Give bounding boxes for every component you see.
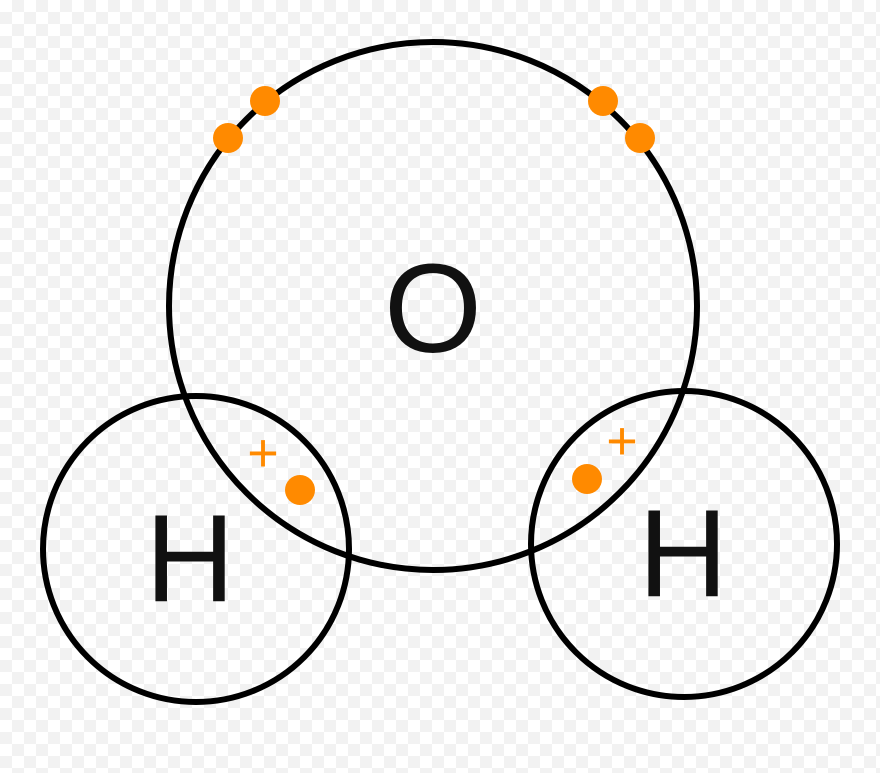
- oxygen-symbol: O: [384, 238, 482, 379]
- lone-pair-left-electron-2: [213, 123, 243, 153]
- hydrogen-right-symbol: H: [638, 485, 728, 623]
- hydrogen-left-atom-circle: [40, 393, 352, 705]
- hydrogen-right-atom-circle: [528, 388, 840, 700]
- charge-plus-left: +: [247, 423, 279, 483]
- lone-pair-right-electron-2: [625, 123, 655, 153]
- bond-right-electron: [572, 464, 602, 494]
- charge-plus-right: +: [606, 411, 638, 471]
- lone-pair-right-electron-1: [588, 86, 618, 116]
- lone-pair-left-electron-1: [250, 86, 280, 116]
- hydrogen-left-symbol: H: [145, 490, 235, 628]
- bond-left-electron: [285, 475, 315, 505]
- oxygen-atom-circle: [166, 39, 700, 573]
